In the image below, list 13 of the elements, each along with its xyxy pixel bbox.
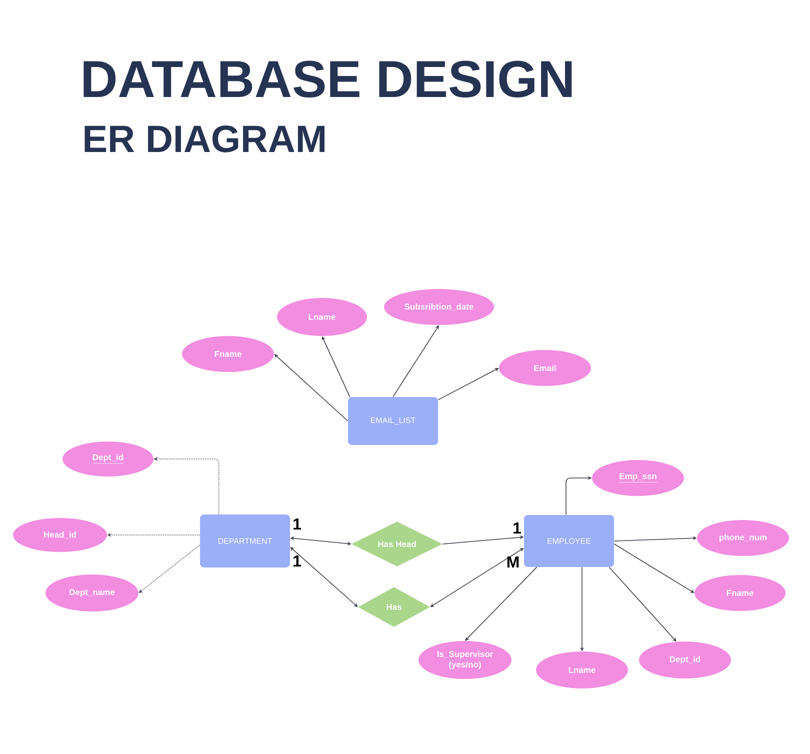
arrow xyxy=(138,544,200,593)
arrow xyxy=(274,354,348,422)
entity-box: EMAIL_LIST xyxy=(348,397,438,445)
cardinality-label: 1 xyxy=(294,556,301,566)
entity-box: EMPLOYEE xyxy=(524,515,614,567)
entity-box: DEPARTMENT xyxy=(200,514,290,568)
cardinality-label: M xyxy=(507,556,519,568)
arrow xyxy=(290,547,358,607)
subtitle: ER DIAGRAM xyxy=(84,125,324,152)
title: DATABASE DESIGN xyxy=(84,60,572,98)
cardinality-label: 1 xyxy=(514,522,522,534)
cardinality-label: 1 xyxy=(294,518,301,530)
arrow xyxy=(465,566,538,641)
